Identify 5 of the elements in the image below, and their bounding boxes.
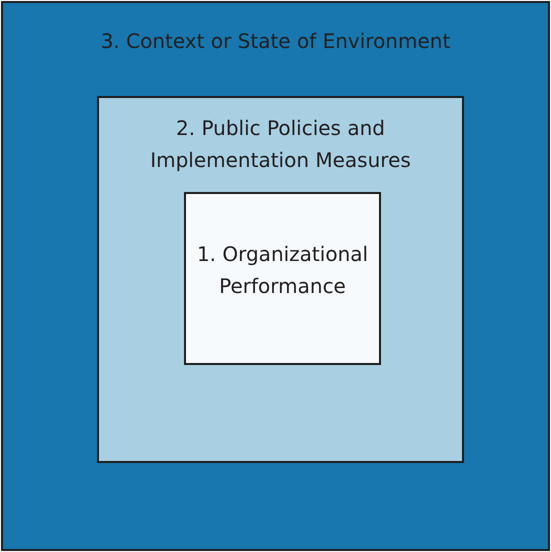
box-title: 3. Context or State of Environment	[100, 28, 450, 55]
box-title: 2. Public Policies and Implementation Measures	[149, 115, 412, 174]
box-title: 1. Organizational Performance	[196, 241, 370, 300]
middle-box	[97, 96, 464, 463]
inner-box	[184, 192, 381, 365]
